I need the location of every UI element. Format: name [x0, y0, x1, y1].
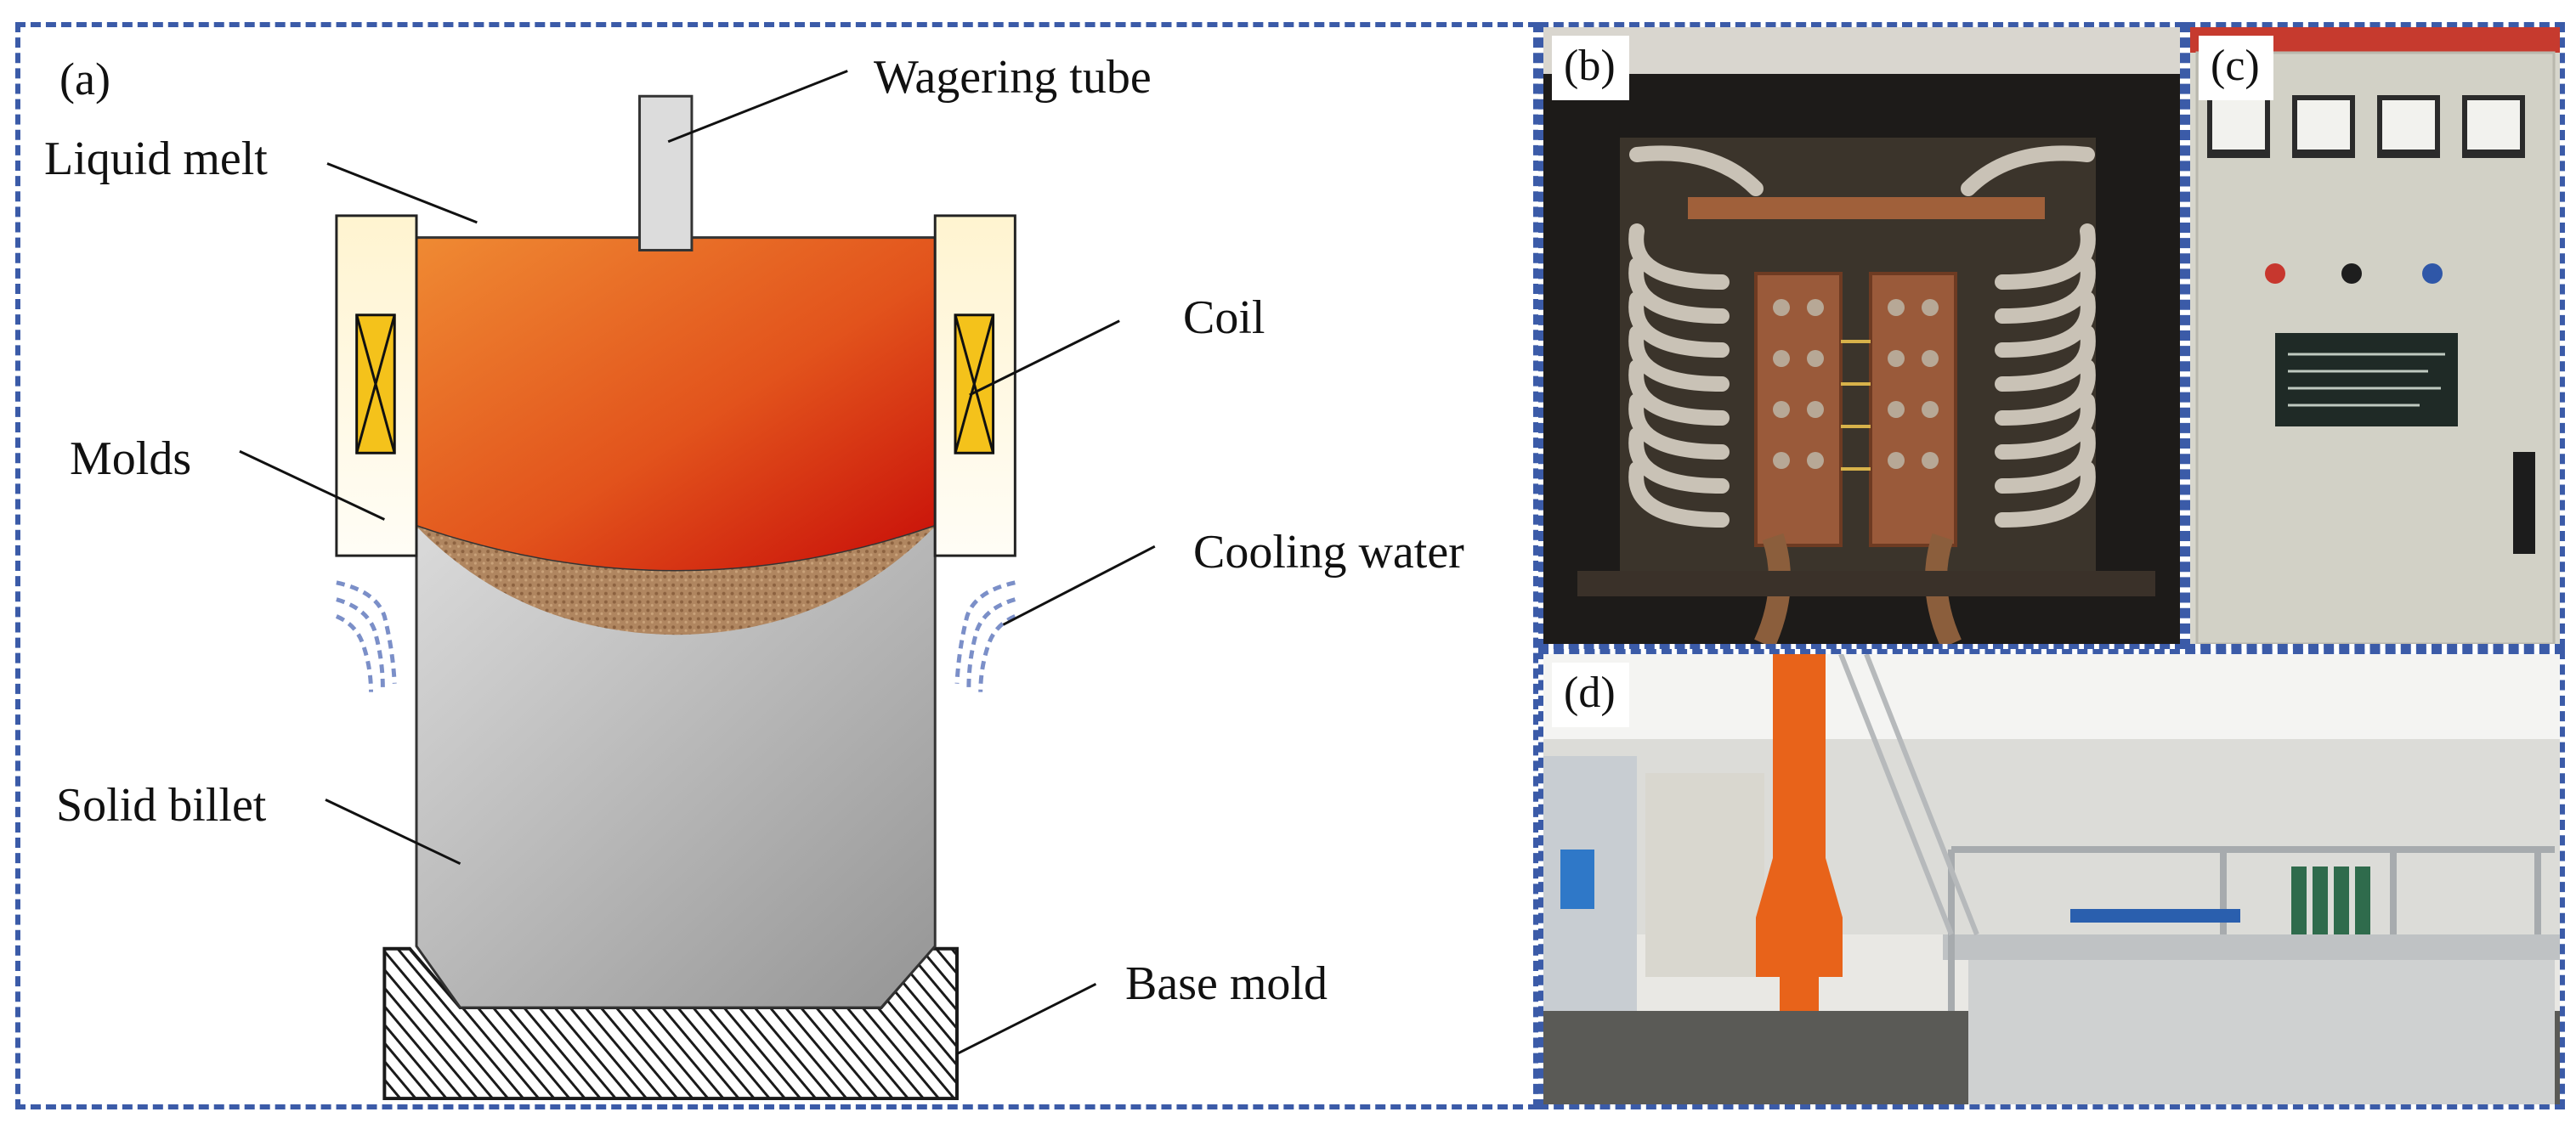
- control-cabinet-panel: (c): [2185, 22, 2565, 649]
- panel-label-a: (a): [59, 54, 110, 104]
- induction-coil-photo: [1543, 27, 2180, 644]
- casting-platform-panel: (d): [1538, 649, 2565, 1109]
- cooling-water-left: [335, 580, 397, 692]
- casting-schematic: [239, 70, 1156, 1101]
- coil-left: [355, 313, 396, 454]
- schematic-panel: (a): [15, 22, 1538, 1109]
- coil-pipes-left: [1628, 145, 1764, 528]
- casting-platform-photo: [1543, 654, 2560, 1104]
- coil-photo-panel: (b): [1538, 22, 2185, 649]
- coil-right: [954, 313, 995, 454]
- label-solid-billet: Solid billet: [56, 779, 267, 832]
- control-cabinet-photo: [2190, 27, 2560, 644]
- panel-label-b: (b): [1552, 36, 1629, 100]
- label-coil: Coil: [1183, 291, 1265, 344]
- leader-lines: [239, 70, 1156, 1055]
- cooling-water-right: [954, 580, 1016, 692]
- label-molds: Molds: [70, 432, 192, 485]
- coil-pipes-right: [1961, 145, 2096, 528]
- label-base-mold: Base mold: [1125, 957, 1328, 1010]
- label-wagering-tube: Wagering tube: [874, 51, 1152, 104]
- panel-meters: [2207, 95, 2525, 158]
- mushy-zone: [416, 526, 936, 635]
- panel-label-c: (c): [2199, 36, 2273, 100]
- wagering-tube: [638, 94, 694, 252]
- label-liquid-melt: Liquid melt: [44, 133, 268, 185]
- liquid-melt: [415, 236, 937, 573]
- label-cooling-water: Cooling water: [1193, 526, 1464, 579]
- panel-label-d: (d): [1552, 663, 1629, 727]
